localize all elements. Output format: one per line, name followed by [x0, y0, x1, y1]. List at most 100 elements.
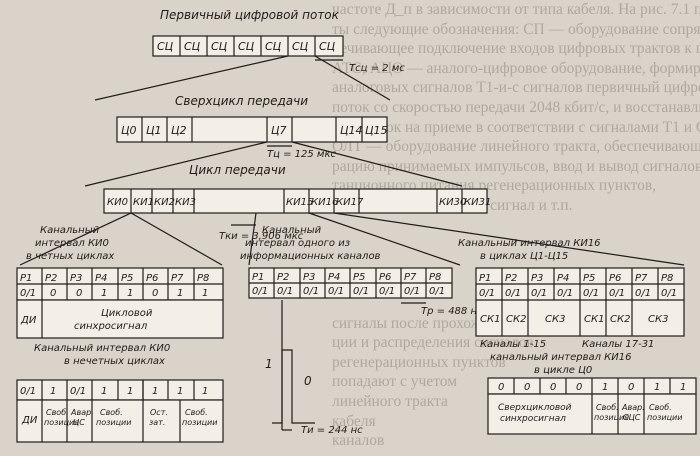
- bit-value: 0: [498, 382, 504, 393]
- bit-value: 0/1: [505, 288, 521, 299]
- level3-row: КИ0 КИ1 КИ2 КИ3 КИ15 КИ16 КИ17 КИ30 КИ31: [103, 188, 491, 214]
- background-text-line: аналоговых сигналов Т1-и-с сигналов перв…: [332, 79, 700, 97]
- bit-header: P2: [277, 272, 289, 283]
- bit-value: 1: [680, 382, 686, 393]
- expand-line-right-outer: [333, 212, 685, 266]
- odd-label: ДИ: [21, 415, 38, 426]
- background-text-line: линейного тракта: [332, 393, 448, 410]
- bit-value: 0: [76, 288, 82, 299]
- bit-value: 0/1: [277, 286, 293, 297]
- level2-cell: Ц15: [365, 124, 388, 137]
- background-text-line: каналов: [332, 432, 385, 450]
- channels-right-label: Каналы 17-31: [582, 339, 654, 350]
- level1-duration: Tсц = 2 мс: [349, 63, 405, 74]
- sub-label: Авар.СЦС: [621, 403, 645, 422]
- tp-label: Tр = 488 нс: [421, 306, 483, 317]
- background-text-line: кабеля: [332, 412, 376, 430]
- background-text-line: ОЛТ — оборудование линейного тракта, обе…: [332, 138, 700, 156]
- bit-value: 1: [152, 386, 158, 397]
- odd-label: Ост.зат.: [149, 408, 168, 427]
- bit-header: P4: [95, 273, 107, 284]
- bit-value: 0/1: [252, 286, 268, 297]
- level2-cell: Ц0: [121, 124, 137, 137]
- bit-header: P8: [197, 273, 209, 284]
- level2-row: Ц0 Ц1 Ц2 Ц7 Ц14 Ц15: [116, 116, 388, 143]
- level3-cell: КИ2: [154, 197, 175, 208]
- bit-value: 1: [177, 386, 183, 397]
- level3-cell: КИ16: [311, 197, 338, 208]
- expand-line-right: [291, 141, 463, 187]
- background-text-line: ции и распределения сигналов: [332, 334, 534, 352]
- bit-header: P3: [303, 272, 315, 283]
- bit-header: P7: [635, 273, 648, 284]
- background-text-line: попадают с учетом: [332, 373, 458, 391]
- bit-value: 0/1: [303, 286, 319, 297]
- pulse-zero-label: 0: [304, 374, 312, 388]
- bit-value: 0/1: [429, 286, 445, 297]
- bit-header: P4: [557, 273, 569, 284]
- level2-duration: Tц = 125 мкс: [267, 149, 337, 160]
- expand-line-mid-right: [308, 212, 461, 266]
- bit-header: P1: [479, 273, 491, 284]
- background-text-line: печивающее подключение входов цифровых т…: [332, 40, 700, 58]
- bit-header: P8: [429, 272, 441, 283]
- bit-value: 0/1: [70, 386, 86, 397]
- bit-header: P2: [45, 273, 57, 284]
- bit-value: 0: [550, 382, 556, 393]
- bit-value: 0/1: [531, 288, 547, 299]
- bit-header: P6: [609, 273, 621, 284]
- odd-label: Своб.позиции: [96, 408, 131, 427]
- sk-label: СК3: [545, 314, 565, 325]
- sk-label: СК1: [480, 314, 500, 325]
- expand-line-left: [84, 141, 268, 187]
- bit-value: 0: [628, 382, 634, 393]
- odd-label: Своб.позиции: [182, 408, 217, 427]
- bit-header: P4: [328, 272, 340, 283]
- level3-cell: КИ0: [107, 197, 128, 208]
- bit-value: 0/1: [635, 288, 651, 299]
- background-text-line: АТС; АЦО — аналого-цифровое оборудование…: [332, 59, 700, 77]
- background-text-line: этот поток на приеме в соответствии с си…: [332, 118, 700, 136]
- bit-value: 0: [524, 382, 530, 393]
- bit-value: 0: [50, 288, 56, 299]
- bit-value: 0/1: [479, 288, 495, 299]
- level1-cell: СЦ: [238, 40, 255, 53]
- bit-header: P8: [661, 273, 673, 284]
- level3-cell: КИ17: [336, 197, 364, 208]
- level2-cell: Ц14: [340, 124, 363, 137]
- bit-value: 0: [576, 382, 582, 393]
- bit-header: P5: [353, 272, 365, 283]
- bit-value: 0/1: [20, 288, 36, 299]
- bit-value: 0/1: [609, 288, 625, 299]
- tn-label: Tи = 244 нс: [301, 425, 363, 436]
- bit-value: 1: [202, 288, 208, 299]
- odd-label: Своб.позиция: [44, 408, 79, 427]
- bit-header: P7: [171, 273, 184, 284]
- level3-cell: КИ31: [464, 197, 491, 208]
- sk-label: СК2: [610, 314, 630, 325]
- pulse-waveform: [272, 349, 315, 424]
- bit-value: 0/1: [404, 286, 420, 297]
- level1-cell: СЦ: [211, 40, 228, 53]
- bit-value: 1: [202, 386, 208, 397]
- bit-header: P7: [404, 272, 417, 283]
- bit-header: P5: [583, 273, 595, 284]
- left-panel-bits-table: P1 P2 P3 P4 P5 P6 P7 P8 0/1 0 0 1 1 0 1 …: [16, 267, 224, 301]
- bit-value: 1: [602, 382, 608, 393]
- primary-stream-title: Первичный цифровой поток: [160, 8, 340, 22]
- level3-cell: КИ1: [133, 197, 154, 208]
- pulse-one-label: 1: [265, 357, 273, 371]
- level1-cell: СЦ: [184, 40, 201, 53]
- odd-label: Авар.ЦС: [70, 408, 94, 427]
- sub-label: Своб.позиции: [647, 403, 682, 422]
- level2-cell: Ц1: [146, 124, 162, 137]
- level1-cell: СЦ: [265, 40, 282, 53]
- bit-header: P5: [121, 273, 133, 284]
